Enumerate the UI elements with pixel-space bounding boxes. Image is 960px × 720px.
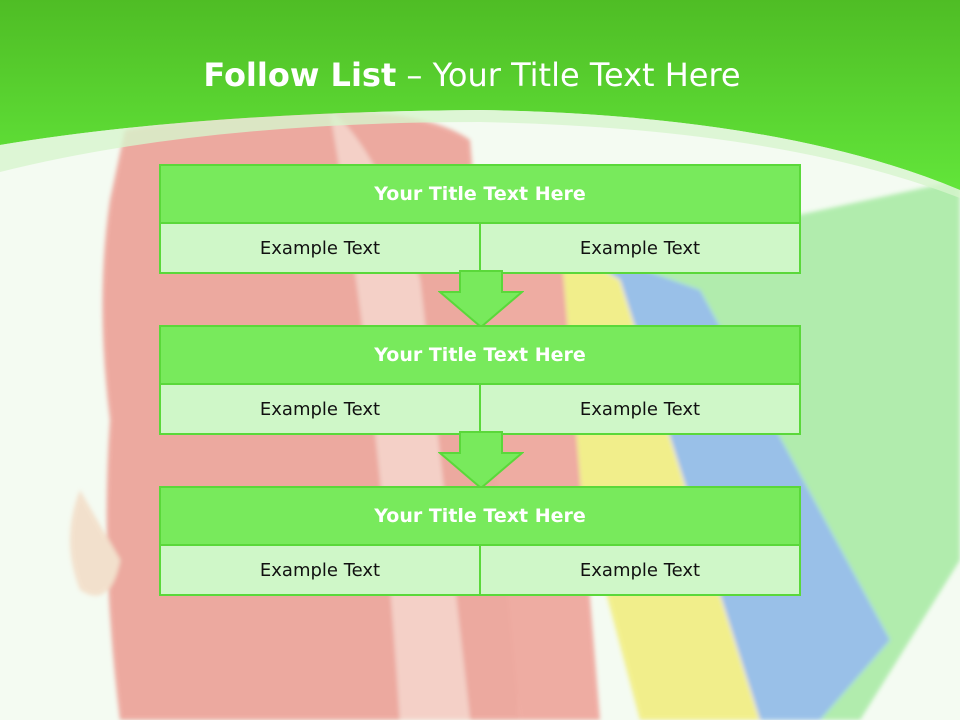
down-arrow-icon	[438, 431, 524, 489]
down-arrow-icon	[438, 270, 524, 328]
step-title: Your Title Text Here	[161, 166, 799, 224]
step-left-text: Example Text	[259, 398, 381, 420]
step-title: Your Title Text Here	[161, 327, 799, 385]
title-rest: – Your Title Text Here	[406, 56, 741, 94]
step-right-text: Example Text	[479, 224, 799, 272]
step-box-2: Your Title Text Here Example Text Exampl…	[159, 325, 801, 435]
step-right-text: Example Text	[479, 385, 799, 433]
step-box-1: Your Title Text Here Example Text Exampl…	[159, 164, 801, 274]
step-box-3: Your Title Text Here Example Text Exampl…	[159, 486, 801, 596]
slide-title: Follow List – Your Title Text Here	[0, 56, 944, 94]
step-left-text: Example Text	[259, 559, 381, 581]
title-bold: Follow List	[203, 56, 397, 94]
step-title: Your Title Text Here	[161, 488, 799, 546]
step-left-text: Example Text	[259, 237, 381, 259]
step-right-text: Example Text	[479, 546, 799, 594]
